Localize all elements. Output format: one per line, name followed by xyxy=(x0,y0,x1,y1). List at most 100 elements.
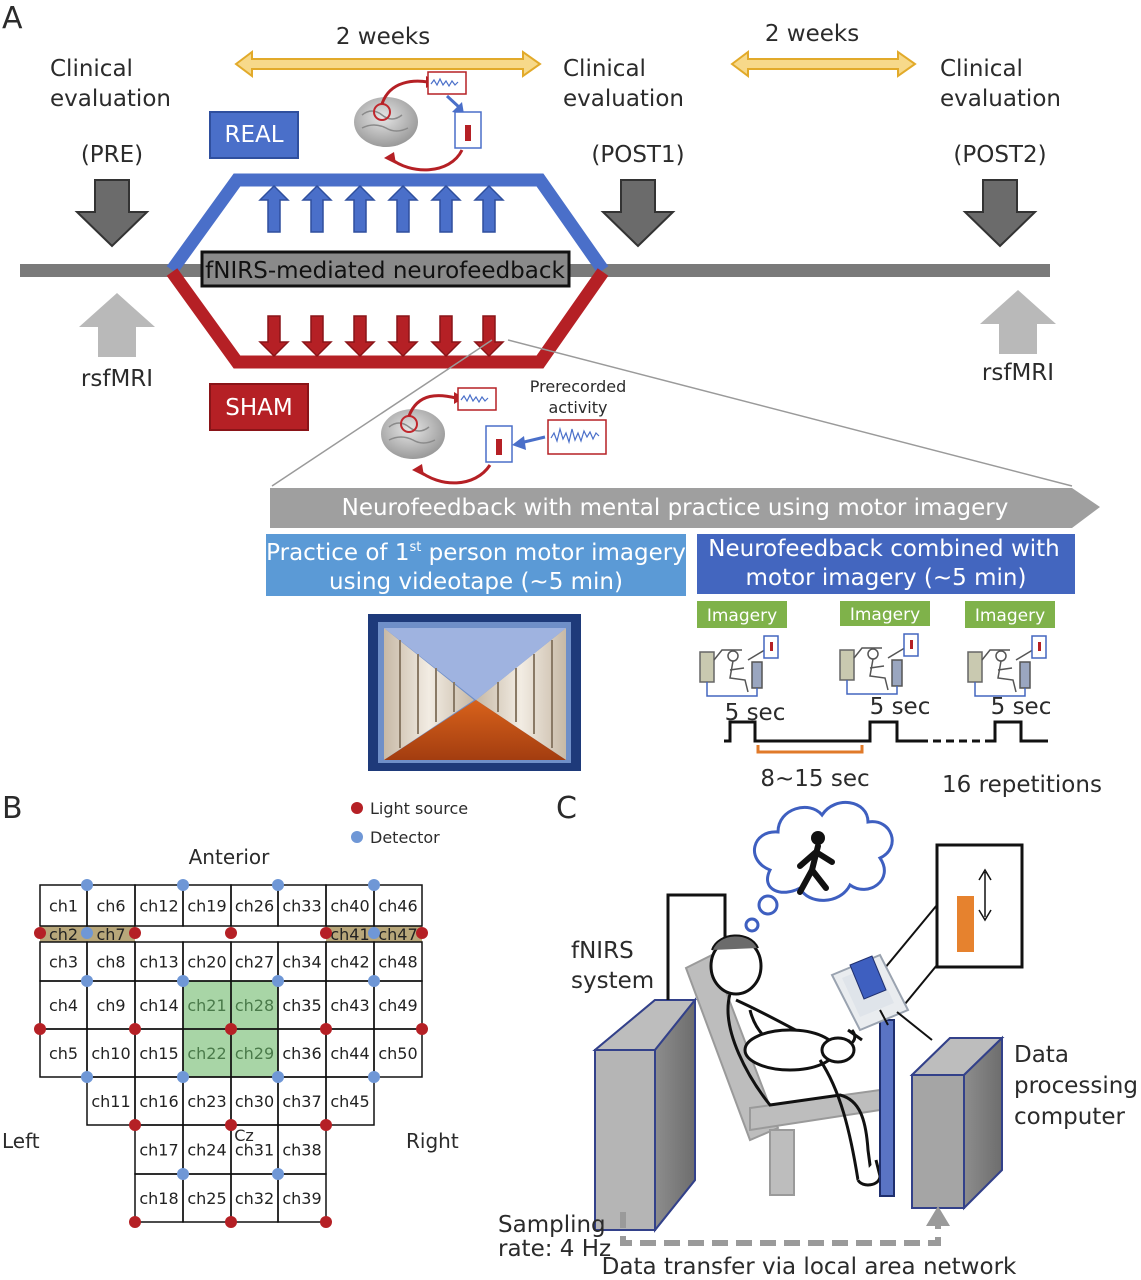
data-transfer-arrow xyxy=(620,1212,941,1246)
channel-label-ch4: ch4 xyxy=(49,996,78,1015)
interval-arrow-1 xyxy=(234,50,542,78)
detector-optode xyxy=(272,975,284,987)
cz-label: Cz xyxy=(234,1126,254,1145)
channel-label-ch49: ch49 xyxy=(378,996,417,1015)
light-source-optode xyxy=(129,1119,141,1131)
eval-post2-tag: (POST2) xyxy=(953,142,1046,168)
legend-source-label: Light source xyxy=(370,799,468,818)
sham-label: SHAM xyxy=(225,395,292,421)
imagery-badge-1 xyxy=(697,601,787,628)
legend-source-icon xyxy=(351,802,363,814)
light-source-optode xyxy=(34,927,46,939)
duration-label-3: 5 sec xyxy=(991,694,1052,720)
data-processing-computer-box xyxy=(909,1035,1005,1211)
sham-feedback-arrows xyxy=(258,315,505,358)
detector-optode xyxy=(368,975,380,987)
eval-pre-tag: (PRE) xyxy=(81,142,143,168)
up-arrow-mri-right-icon xyxy=(980,290,1056,354)
channel-label-ch20: ch20 xyxy=(187,953,226,972)
channel-label-ch11: ch11 xyxy=(91,1092,130,1111)
channel-label-ch13: ch13 xyxy=(139,953,178,972)
up-arrow-mri-left-icon xyxy=(79,293,155,357)
detector-optode xyxy=(81,975,93,987)
light-source-optode xyxy=(416,1023,428,1035)
channel-label-ch33: ch33 xyxy=(282,897,321,916)
light-source-optode xyxy=(320,1119,332,1131)
channel-label-ch6: ch6 xyxy=(96,897,125,916)
channel-label-ch1: ch1 xyxy=(49,897,78,916)
channel-label-ch9: ch9 xyxy=(96,996,125,1015)
fnirs-system-box xyxy=(592,997,698,1233)
transfer-label: Data transfer via local area network xyxy=(602,1254,1017,1280)
practice-box xyxy=(266,534,686,596)
detector-optode xyxy=(368,927,380,939)
montage-cell xyxy=(325,1076,375,1126)
channel-label-ch37: ch37 xyxy=(282,1092,321,1111)
detector-optode xyxy=(177,879,189,891)
computer-line3: computer xyxy=(1014,1104,1125,1130)
channel-label-ch26: ch26 xyxy=(235,897,274,916)
zoom-line-right xyxy=(507,339,1073,487)
down-arrow-post1-icon xyxy=(600,179,676,248)
light-source-optode xyxy=(34,1023,46,1035)
channel-label-ch25: ch25 xyxy=(187,1189,226,1208)
prerecorded-line1: Prerecorded xyxy=(530,377,627,396)
practice-line2: using videotape (~5 min) xyxy=(329,569,623,595)
eval-post1-line2: evaluation xyxy=(563,86,684,112)
interval-bracket xyxy=(756,745,864,754)
channel-label-ch50: ch50 xyxy=(378,1044,417,1063)
panel-label-a: A xyxy=(2,1,23,36)
detector-optode xyxy=(81,927,93,939)
montage-cell xyxy=(373,1028,423,1078)
channel-label-ch7: ch7 xyxy=(96,925,125,944)
channel-label-ch8: ch8 xyxy=(96,953,125,972)
channel-label-ch39: ch39 xyxy=(282,1189,321,1208)
eval-pre-line2: evaluation xyxy=(50,86,171,112)
light-source-optode xyxy=(225,1216,237,1228)
channel-label-ch38: ch38 xyxy=(282,1141,321,1160)
detector-optode xyxy=(177,975,189,987)
protocol-banner-label: Neurofeedback with mental practice using… xyxy=(342,495,1009,521)
detector-optode xyxy=(272,879,284,891)
zoom-line-left xyxy=(271,339,493,487)
left-label: Left xyxy=(2,1129,40,1153)
light-source-optode xyxy=(225,927,237,939)
channel-label-ch29: ch29 xyxy=(235,1044,274,1063)
real-feedback-arrows xyxy=(258,184,505,233)
nf-line2: motor imagery (~5 min) xyxy=(746,565,1027,591)
nf-box xyxy=(697,534,1075,594)
feedback-display-zoom xyxy=(874,843,1024,1011)
montage-grid xyxy=(39,884,423,1223)
down-arrow-post2-icon xyxy=(962,179,1038,248)
block-design-waveform xyxy=(724,720,1048,743)
subject-mini-icon-1 xyxy=(699,635,779,697)
imagery-label-2: Imagery xyxy=(850,605,920,625)
channel-label-ch46: ch46 xyxy=(378,897,417,916)
light-source-optode xyxy=(129,1216,141,1228)
light-source-optode xyxy=(320,1023,332,1035)
channel-label-ch12: ch12 xyxy=(139,897,178,916)
optode-cable xyxy=(666,893,727,1000)
channel-label-ch5: ch5 xyxy=(49,1044,78,1063)
right-label: Right xyxy=(406,1129,459,1153)
imagery-label-3: Imagery xyxy=(975,606,1045,626)
eval-pre-line1: Clinical xyxy=(50,56,133,82)
channel-label-ch14: ch14 xyxy=(139,996,178,1015)
channel-label-ch30: ch30 xyxy=(235,1092,274,1111)
imagery-label-1: Imagery xyxy=(707,606,777,626)
eval-post2-line2: evaluation xyxy=(940,86,1061,112)
sham-brain-loop xyxy=(381,387,607,485)
practice-line1: Practice of 1st person motor imagery xyxy=(266,540,686,566)
real-badge xyxy=(209,111,299,159)
channel-label-ch19: ch19 xyxy=(187,897,226,916)
channel-label-ch41: ch41 xyxy=(330,925,369,944)
channel-label-ch3: ch3 xyxy=(49,953,78,972)
fnirs-line1: fNIRS xyxy=(571,938,634,964)
light-source-optode xyxy=(225,1119,237,1131)
eval-post1-line1: Clinical xyxy=(563,56,646,82)
channel-label-ch43: ch43 xyxy=(330,996,369,1015)
duration-label-2: 5 sec xyxy=(870,694,931,720)
interval-label-1: 2 weeks xyxy=(336,24,430,50)
repetitions-label: 16 repetitions xyxy=(942,772,1102,798)
channel-label-ch28: ch28 xyxy=(235,996,274,1015)
